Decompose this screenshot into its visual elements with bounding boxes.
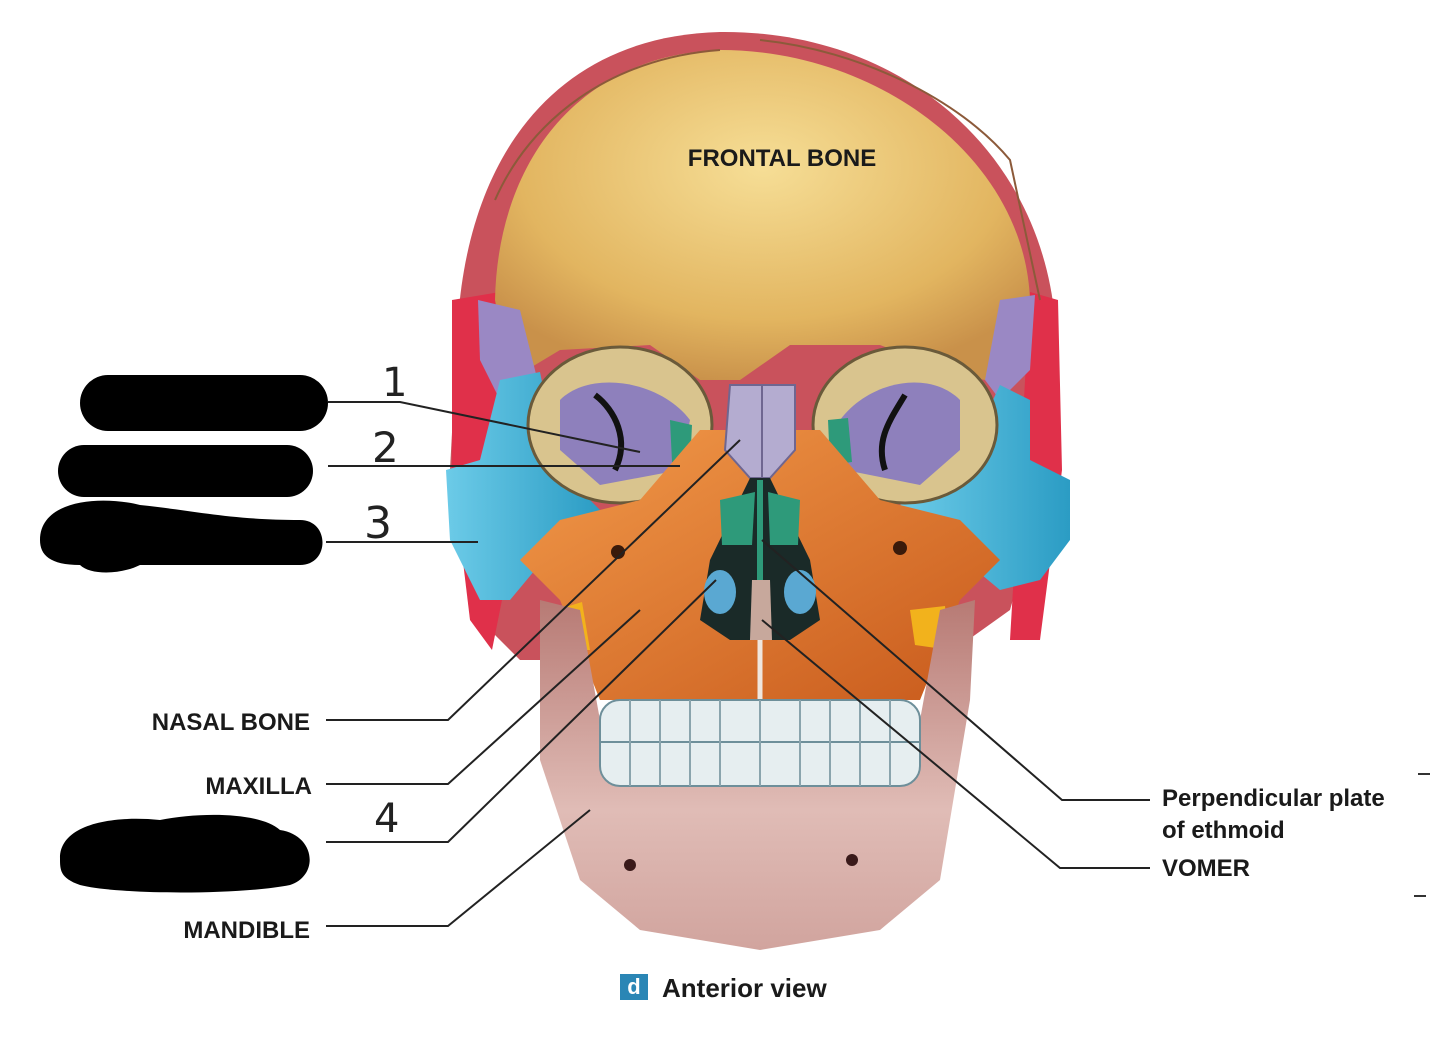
leader-line-perpendicular <box>761 539 1150 801</box>
label-maxilla: MAXILLA <box>205 773 312 800</box>
leader-line-mandible <box>326 809 591 927</box>
frontal-bone <box>495 50 1030 385</box>
caption-text: Anterior view <box>662 973 827 1003</box>
handwritten-number-4: 4 <box>374 796 399 842</box>
redacted-label-1 <box>80 375 328 431</box>
teeth <box>599 699 921 787</box>
leader-line-vomer <box>761 619 1150 869</box>
leader-line-4 <box>326 579 717 843</box>
inferior-concha-left <box>704 570 736 614</box>
inferior-concha-right <box>784 570 816 614</box>
orbit-right-fissure <box>878 393 908 471</box>
orbit-left-floor <box>560 382 690 485</box>
zygomatic-bone-left <box>446 372 600 600</box>
orbit-right-floor <box>840 382 960 485</box>
infraorbital-foramen-right <box>893 541 907 555</box>
ethmoid-nasal-left <box>720 492 755 545</box>
label-mandible: MANDIBLE <box>183 917 310 944</box>
redacted-label-4 <box>60 814 310 893</box>
caption-badge-letter: d <box>627 974 640 999</box>
label-of-ethmoid: of ethmoid <box>1162 817 1285 844</box>
handwritten-number-2: 2 <box>372 423 399 472</box>
sphenoid-left <box>478 300 540 400</box>
leader-line-1 <box>328 401 641 453</box>
mental-foramen-right <box>846 854 858 866</box>
sphenoid-right <box>985 295 1035 400</box>
caption-badge <box>620 974 648 1000</box>
redacted-label-2 <box>58 445 313 497</box>
orbit-left-fissure <box>593 392 625 472</box>
label-nasal-bone: NASAL BONE <box>152 709 310 736</box>
label-frontal-bone: FRONTAL BONE <box>688 145 876 172</box>
handwritten-number-3: 3 <box>364 498 392 549</box>
infraorbital-foramen-left <box>611 545 625 559</box>
label-perpendicular-plate: Perpendicular plate <box>1162 785 1385 812</box>
coronal-suture <box>759 39 1041 301</box>
leader-line-nasal <box>326 439 741 721</box>
vomer-bone <box>750 580 772 640</box>
label-vomer: VOMER <box>1162 855 1250 882</box>
handwritten-number-1: 1 <box>382 360 407 406</box>
coronal-suture-left <box>494 49 721 201</box>
ethmoid-nasal-right <box>768 492 800 545</box>
leader-line-maxilla <box>326 609 641 785</box>
redacted-label-3 <box>40 500 323 573</box>
mental-foramen-left <box>624 859 636 871</box>
